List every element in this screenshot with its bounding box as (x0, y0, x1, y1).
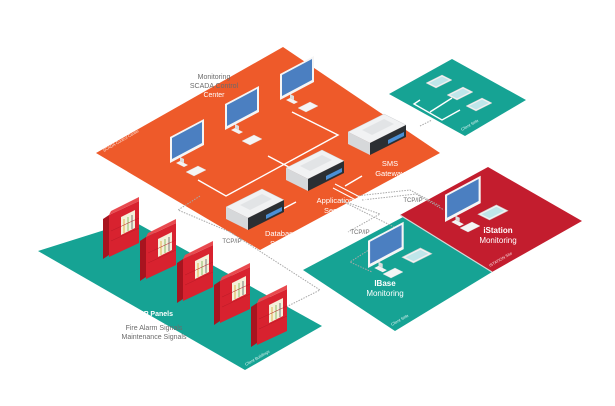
fsp-title: FSP Panels (135, 311, 173, 318)
tcpip-label-db: TCP/IP (222, 239, 241, 245)
site-divider (399, 214, 493, 273)
control-center-line1: Monitoring (198, 74, 231, 81)
sms-gateway-label-1: SMS (382, 159, 398, 168)
fsp-line2: Maintenance Signals (122, 334, 187, 341)
fsp-line1: Fire Alarm Signals (126, 325, 183, 332)
tcpip-links (176, 119, 445, 311)
control-center-label: Monitoring SCADA Control Center (190, 74, 239, 99)
sms-gateway-label-2: Gateway (375, 169, 405, 178)
db-server-label-1: Database (265, 229, 297, 238)
control-center-line3: Center (203, 92, 225, 99)
app-server-uplink (332, 183, 376, 210)
control-center-line2: SCADA Control (190, 83, 239, 90)
istation-title: iStation (483, 226, 512, 235)
istation-subtitle: Monitoring (479, 236, 516, 245)
app-server-label-2: Server (324, 206, 347, 215)
tcpip-label-ibase: TCP/IP (350, 230, 369, 236)
db-server-label-2: Server (270, 239, 293, 248)
ibase-title: IBase (374, 279, 396, 288)
tcpip-label-istation: TCP/IP (403, 198, 422, 204)
app-server-label-1: Application (317, 196, 354, 205)
ibase-subtitle: Monitoring (366, 289, 403, 298)
